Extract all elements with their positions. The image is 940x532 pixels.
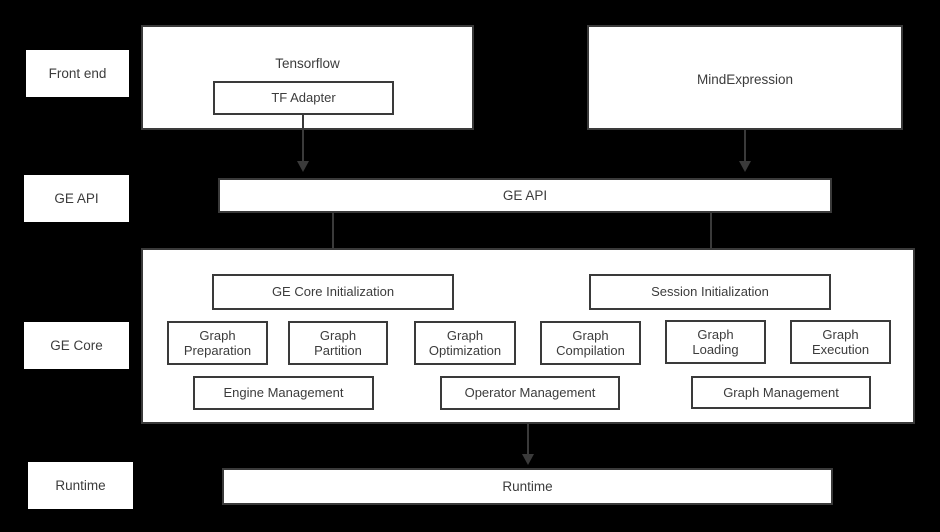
mindexpression-panel[interactable]: MindExpression [587, 25, 903, 130]
layer-label-ge-api: GE API [24, 175, 129, 222]
tf-adapter-box[interactable]: TF Adapter [213, 81, 394, 115]
graph-preparation-box[interactable]: Graph Preparation [167, 321, 268, 365]
runtime-bar[interactable]: Runtime [222, 468, 833, 505]
graph-loading-box[interactable]: Graph Loading [665, 320, 766, 364]
layer-label-front-end: Front end [26, 50, 129, 97]
session-initialization-box[interactable]: Session Initialization [589, 274, 831, 310]
connector-ge-api-to-session-init-line [710, 213, 712, 259]
connector-tf-adapter-to-ge-api-line [302, 114, 304, 164]
connector-ge-api-to-ge-core-init-line [332, 213, 334, 259]
graph-execution-box[interactable]: Graph Execution [790, 320, 891, 364]
connector-ge-core-to-runtime-line [527, 424, 529, 456]
ge-api-bar[interactable]: GE API [218, 178, 832, 213]
operator-management-box[interactable]: Operator Management [440, 376, 620, 410]
layer-label-runtime: Runtime [28, 462, 133, 509]
graph-management-box[interactable]: Graph Management [691, 376, 871, 409]
layer-label-ge-core: GE Core [24, 322, 129, 369]
connector-tf-adapter-to-ge-api-head [297, 161, 309, 172]
graph-partition-box[interactable]: Graph Partition [288, 321, 388, 365]
engine-management-box[interactable]: Engine Management [193, 376, 374, 410]
connector-ge-core-to-runtime-head [522, 454, 534, 465]
connector-mindexpression-to-ge-api-line [744, 130, 746, 164]
graph-compilation-box[interactable]: Graph Compilation [540, 321, 641, 365]
graph-optimization-box[interactable]: Graph Optimization [414, 321, 516, 365]
connector-mindexpression-to-ge-api-head [739, 161, 751, 172]
ge-core-initialization-box[interactable]: GE Core Initialization [212, 274, 454, 310]
tensorflow-title: Tensorflow [275, 56, 340, 71]
mindexpression-title: MindExpression [696, 72, 794, 87]
